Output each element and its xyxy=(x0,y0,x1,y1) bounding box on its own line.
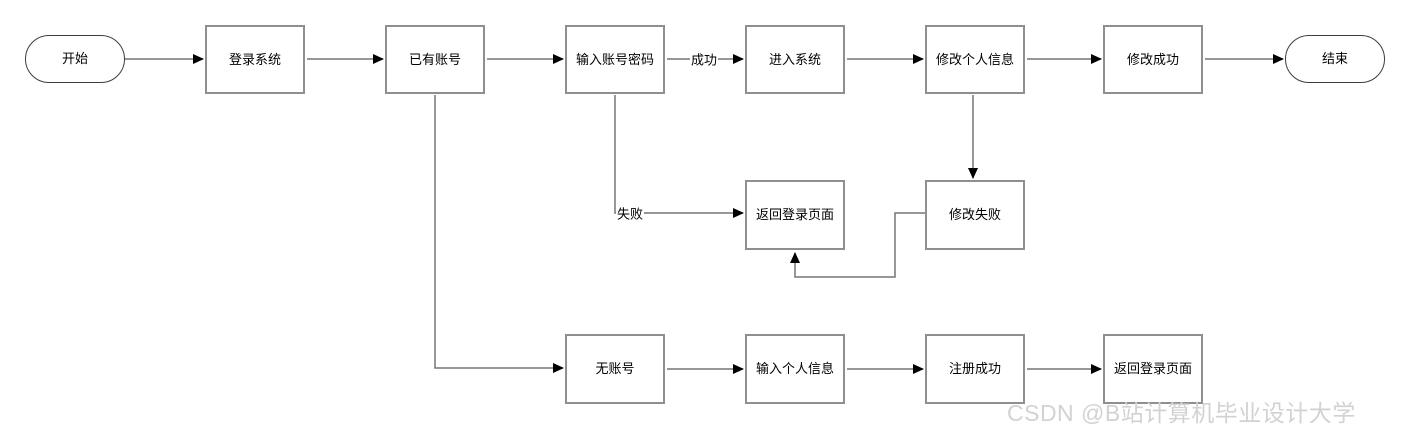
node-enter-personal-info: 输入个人信息 xyxy=(745,334,845,404)
node-modify-success: 修改成功 xyxy=(1103,25,1203,94)
node-start-terminator: 开始 xyxy=(25,35,125,83)
node-has-account: 已有账号 xyxy=(385,25,485,94)
node-login-system: 登录系统 xyxy=(205,25,305,94)
edge-modify-fail-to-return-login xyxy=(790,212,925,278)
edge-label-success: 成功 xyxy=(689,49,719,69)
node-enter-system: 进入系统 xyxy=(745,25,845,94)
node-end-terminator: 结束 xyxy=(1285,35,1385,83)
edge-credentials-fail-to-return-login xyxy=(614,95,744,218)
edge-label-fail: 失败 xyxy=(615,203,645,223)
node-register-success: 注册成功 xyxy=(925,334,1025,404)
csdn-watermark: CSDN @B站计算机毕业设计大学 xyxy=(1007,400,1356,426)
node-enter-credentials: 输入账号密码 xyxy=(565,25,665,94)
node-return-login-page-2: 返回登录页面 xyxy=(1103,334,1203,404)
edge-has-account-to-no-account xyxy=(434,95,564,373)
node-modify-fail: 修改失败 xyxy=(925,180,1025,250)
node-return-login-page: 返回登录页面 xyxy=(745,180,845,250)
node-no-account: 无账号 xyxy=(565,334,665,404)
node-modify-personal-info: 修改个人信息 xyxy=(925,25,1025,94)
